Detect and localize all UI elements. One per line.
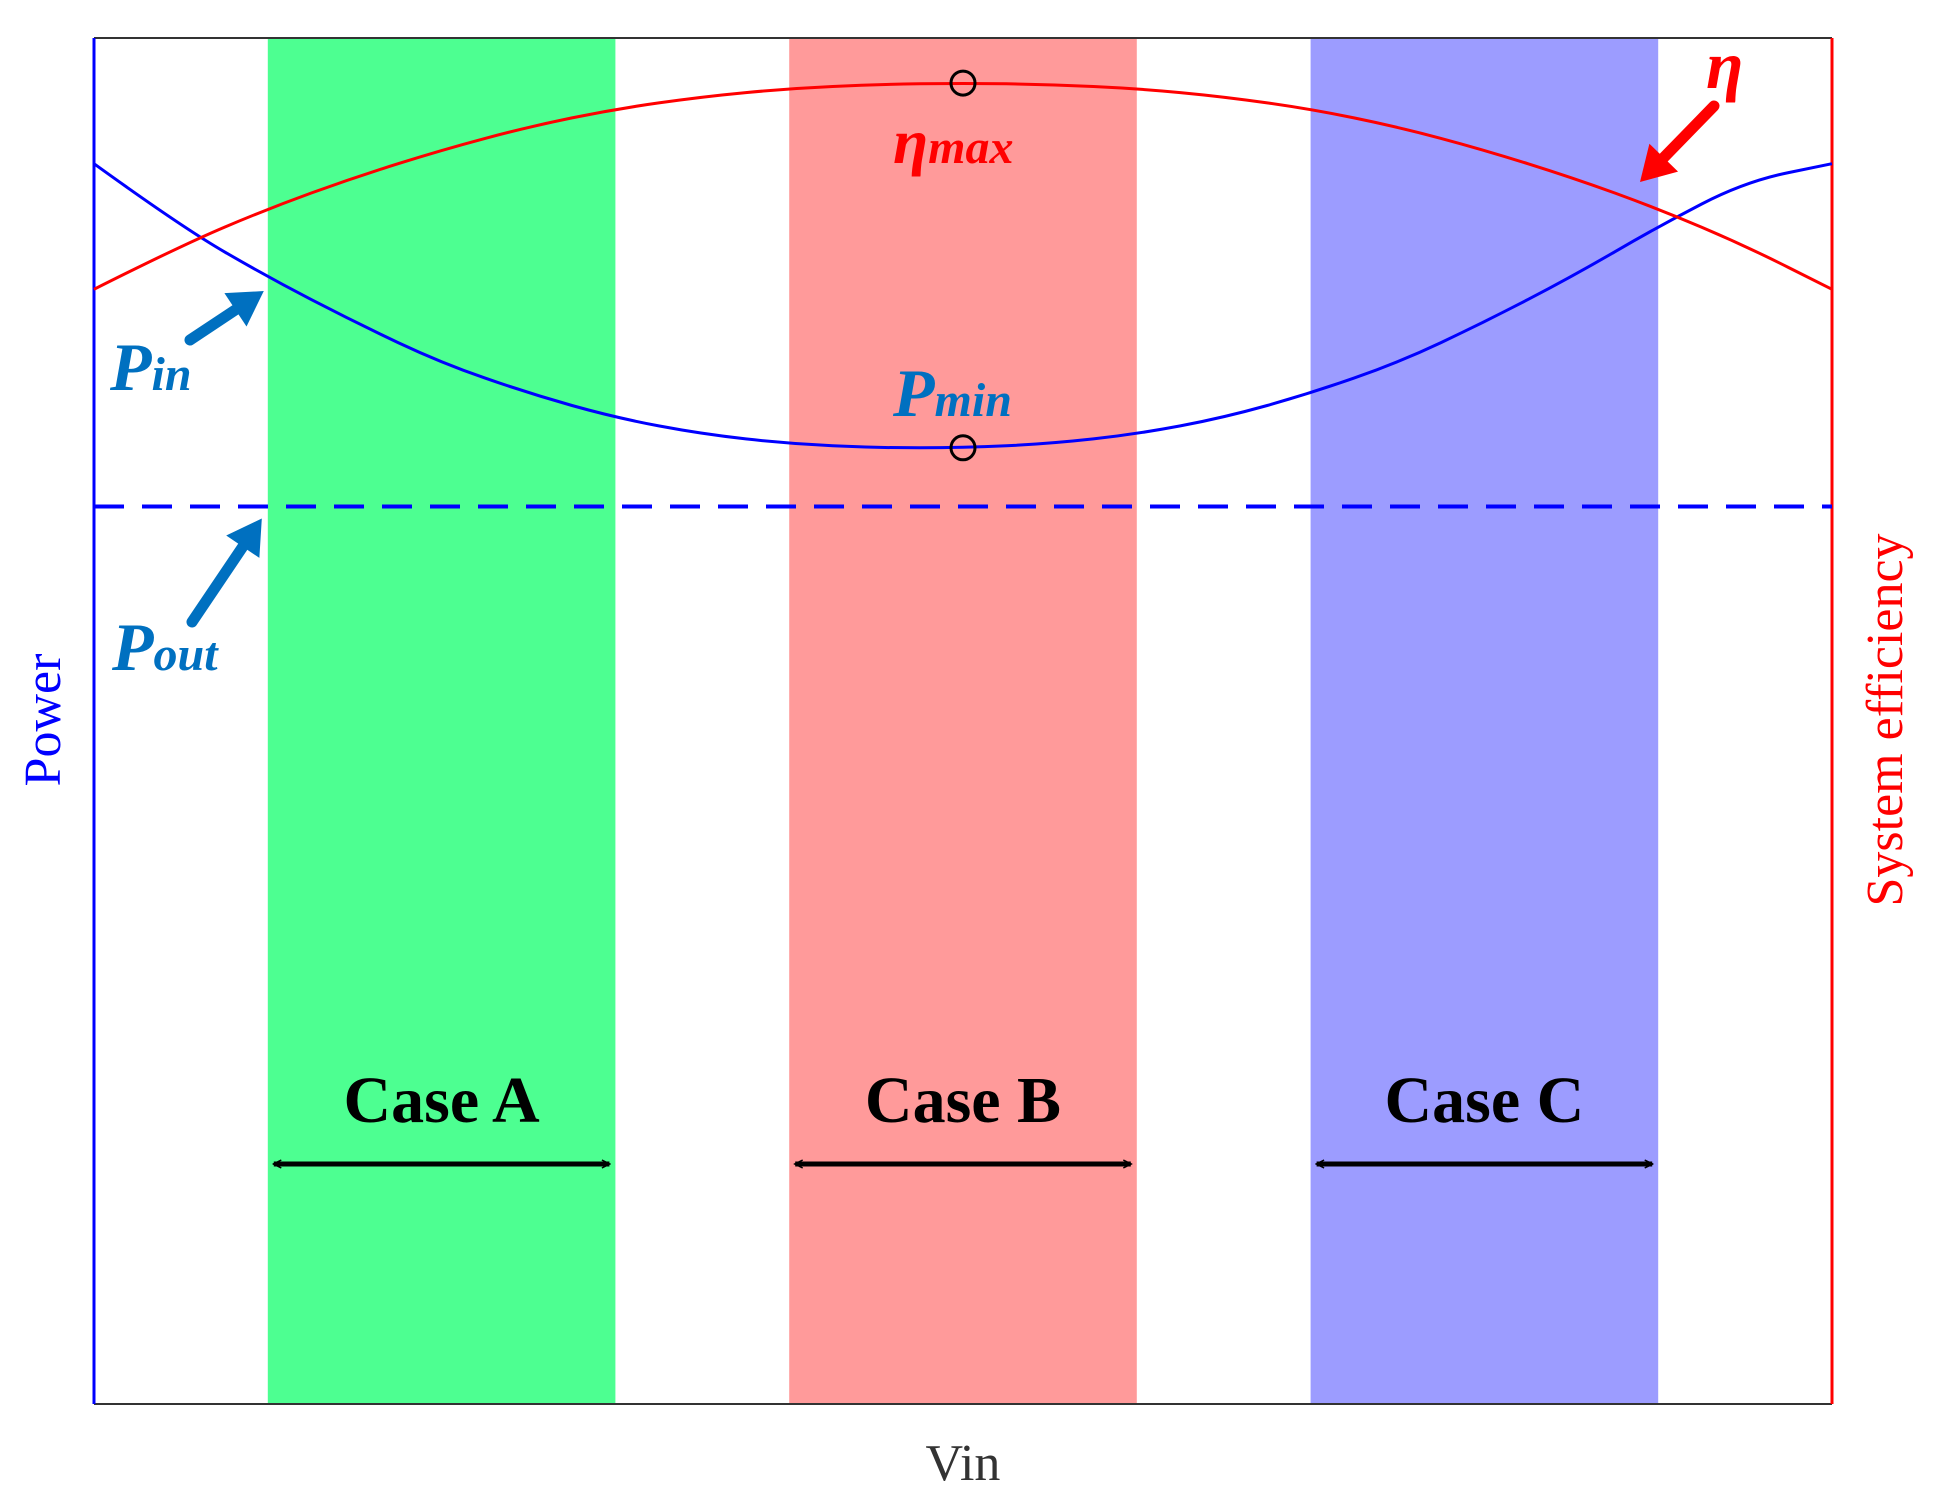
curve-annotations: ηmax Pmin Pin Pout η — [109, 27, 1743, 685]
x-axis-label: Vin — [926, 1435, 1001, 1492]
eta-max-marker — [949, 69, 977, 97]
case-b-label: Case B — [865, 1064, 1061, 1137]
pin-arrow-head — [224, 291, 264, 327]
case-c-label: Case C — [1384, 1064, 1584, 1137]
pout-annotation: Pout — [111, 609, 219, 685]
pin-annotation: Pin — [109, 329, 192, 405]
case-band-0 — [267, 38, 616, 1404]
p-min-marker — [949, 434, 977, 462]
pout-subscript: out — [154, 628, 220, 681]
annotation-arrows — [184, 100, 1720, 628]
left-y-axis-label: Power — [15, 654, 72, 787]
eta-max-subscript: max — [928, 121, 1013, 174]
pout-symbol: P — [111, 609, 154, 685]
pin-subscript: in — [152, 348, 192, 401]
eta-arrow-shaft — [1658, 100, 1720, 164]
series-lines — [93, 81, 1833, 509]
p-min-symbol: P — [892, 355, 935, 431]
p-min-annotation: Pmin — [892, 355, 1012, 431]
pin-curve — [93, 162, 1833, 450]
case-a-label: Case A — [344, 1064, 541, 1137]
case-band-1 — [789, 38, 1137, 1404]
pin-symbol: P — [109, 329, 152, 405]
pout-arrow-head — [226, 518, 262, 558]
pin-arrow-shaft — [184, 304, 241, 346]
eta-curve — [93, 81, 1833, 291]
case-labels: Case A Case B Case C — [344, 1064, 1585, 1137]
eta-arrow-head — [1640, 143, 1679, 182]
eta-max-symbol: η — [893, 106, 928, 177]
case-bands — [267, 38, 1659, 1404]
eta-max-annotation: ηmax — [893, 106, 1013, 177]
eta-annotation: η — [1706, 27, 1743, 103]
series-markers — [949, 69, 977, 462]
pout-arrow-shaft — [186, 541, 249, 628]
case-band-2 — [1310, 38, 1659, 1404]
p-min-subscript: min — [935, 374, 1012, 427]
right-y-axis-label: System efficiency — [1857, 533, 1914, 906]
